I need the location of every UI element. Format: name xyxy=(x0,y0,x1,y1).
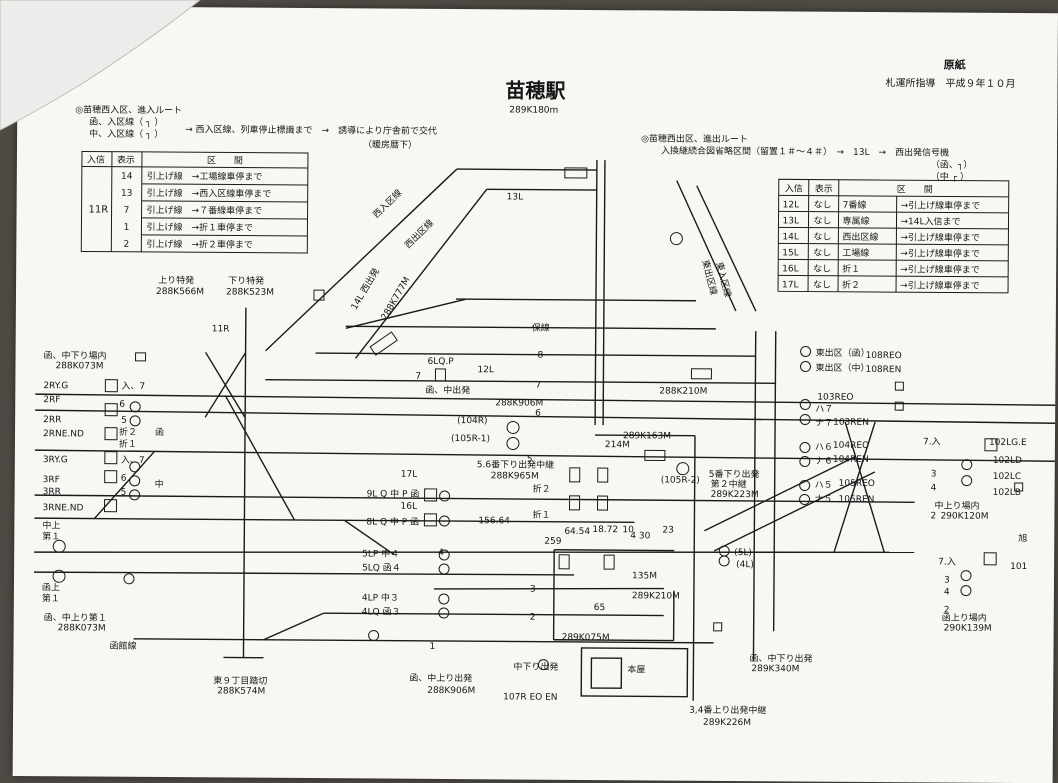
curl-overlay xyxy=(0,0,1024,768)
